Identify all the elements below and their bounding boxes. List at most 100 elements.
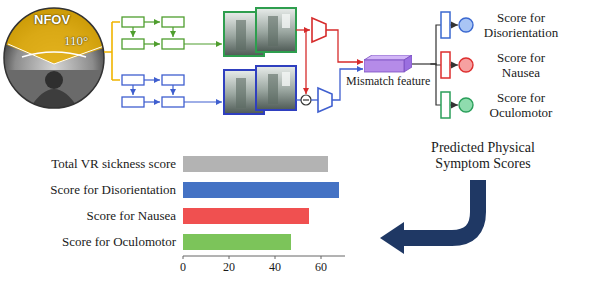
bar-chart [183, 156, 345, 259]
bar-label: Score for Disorientation [50, 182, 176, 198]
green-network [132, 27, 133, 37]
head-layer [441, 52, 450, 78]
green-network [122, 17, 222, 49]
block-label: Mismatch feature [346, 74, 430, 88]
green-frames [224, 8, 296, 56]
tick-label: 0 [180, 261, 186, 275]
blue-network [122, 75, 184, 107]
tick-label: 40 [269, 261, 281, 275]
blue-frames [256, 66, 296, 110]
green-frames [282, 14, 290, 28]
fisheye-image [0, 70, 110, 120]
score-circle [459, 18, 473, 32]
fisheye-image [4, 8, 104, 108]
green-network [133, 22, 222, 44]
big-arrow [380, 222, 404, 254]
image-annotation: NFOV [34, 13, 70, 28]
green-network [122, 17, 144, 27]
blue-frames [224, 66, 296, 114]
discriminators [296, 18, 363, 112]
fisheye-image [0, 0, 110, 120]
image-annotation: 110° [64, 34, 88, 49]
green-network [162, 39, 184, 49]
green-network [144, 21, 160, 22]
green-frames [256, 8, 296, 52]
bar-chart [183, 234, 291, 250]
blue-network [122, 75, 222, 107]
discriminators [305, 30, 306, 94]
feature-cuboid [404, 55, 412, 72]
score-circle [458, 57, 474, 73]
discriminators [312, 18, 326, 42]
bar-chart [183, 256, 184, 259]
feature-cuboid [364, 60, 404, 72]
big-arrow [380, 180, 478, 254]
score-circle [459, 58, 473, 72]
tick-label: 60 [315, 261, 327, 275]
bar-chart [229, 256, 230, 259]
big-arrow [402, 180, 478, 238]
fisheye-image [0, 0, 110, 120]
blue-network [184, 101, 222, 102]
blue-network [172, 85, 173, 95]
blue-frames [282, 72, 290, 86]
feature-block: Mismatch feature [346, 55, 430, 88]
bar-label: Score for Oculomotor [62, 234, 176, 250]
head-layer [441, 92, 450, 118]
green-network [122, 17, 184, 49]
score-output: Score for Nausea [458, 50, 564, 80]
input-wire [104, 22, 120, 80]
blue-network [162, 75, 184, 85]
bar-chart [183, 156, 328, 172]
input-wire [104, 22, 120, 80]
discriminators [301, 95, 311, 105]
score-label: Score for Oculomotor [478, 90, 564, 120]
fisheye-image [54, 46, 104, 64]
green-network [144, 43, 160, 44]
discriminators [296, 29, 310, 30]
blue-network [132, 85, 133, 95]
blue-network [133, 80, 222, 102]
fisheye-image [0, 0, 110, 64]
blue-frames [268, 74, 278, 104]
green-network [184, 43, 222, 44]
blue-network [144, 101, 160, 102]
score-output: Score for Disorientation [458, 10, 564, 40]
head-layer [441, 12, 450, 38]
score-label: Score for Disorientation [478, 10, 564, 40]
bar-chart [183, 208, 309, 224]
tick-label: 20 [223, 261, 235, 275]
green-network [172, 27, 173, 37]
score-circle [458, 97, 474, 113]
discriminators [326, 30, 363, 62]
discriminators [311, 99, 318, 100]
blue-network [144, 79, 160, 80]
score-label: Score for Nausea [478, 50, 564, 80]
bar-chart [275, 256, 276, 259]
green-network [122, 39, 144, 49]
fisheye-image [8, 44, 54, 64]
feature-cuboid [364, 55, 412, 73]
bar-label: Score for Nausea [86, 208, 176, 224]
fisheye-image [45, 71, 63, 89]
feature-wire [410, 63, 430, 64]
bar-chart [183, 256, 321, 259]
green-network [162, 17, 184, 27]
blue-frames [236, 78, 246, 108]
blue-network [162, 97, 184, 107]
score-circle [459, 98, 473, 112]
green-frames [236, 20, 246, 50]
bar-chart [183, 182, 339, 198]
score-output: Score for Oculomotor [458, 90, 564, 120]
arrow-caption: Predicted Physical Symptom Scores [418, 140, 548, 172]
bar-chart [321, 256, 322, 259]
blue-network [122, 75, 144, 85]
discriminators [318, 88, 332, 112]
discriminators [296, 99, 301, 100]
discriminators [303, 99, 309, 100]
score-circle [458, 17, 474, 33]
blue-network [122, 97, 144, 107]
green-frames [268, 16, 278, 46]
bar-label: Total VR sickness score [51, 156, 176, 172]
